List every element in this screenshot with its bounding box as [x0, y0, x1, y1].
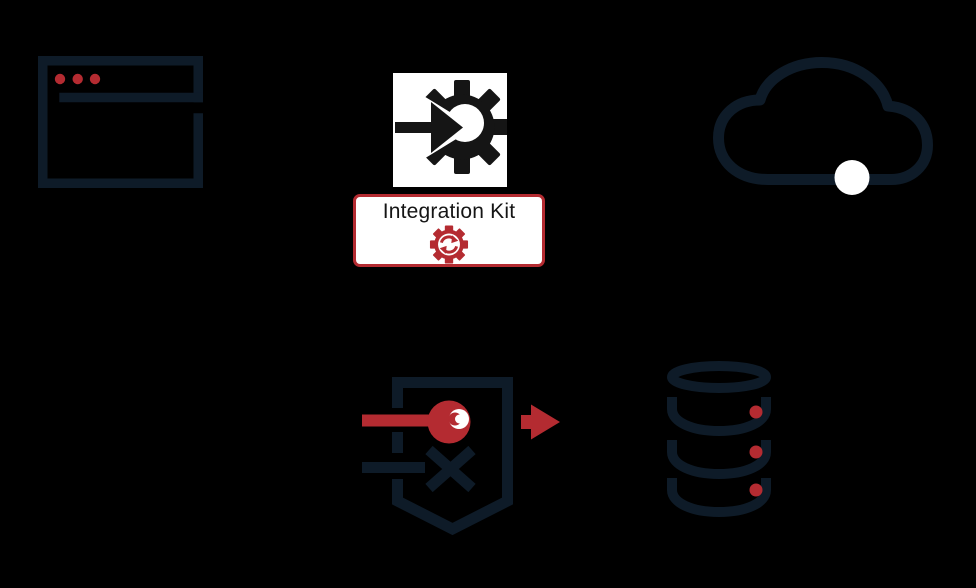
blocked-x-icon [425, 445, 476, 493]
browser-dot-icon [54, 73, 66, 85]
cloud-endpoint-dot [834, 160, 870, 195]
database-icon [667, 361, 771, 518]
browser-dot-icon [89, 73, 101, 85]
database-node [658, 356, 783, 526]
shield-filter-node [355, 372, 570, 537]
db-indicator-dot [749, 445, 763, 459]
integration-kit-label: Integration Kit [382, 200, 516, 223]
cloud-icon [713, 57, 933, 195]
shield-policy-filter-icon [362, 377, 560, 536]
gear-arrow-integration-icon [393, 80, 507, 174]
browser-window-node [33, 51, 208, 193]
browser-dot-icon [72, 73, 83, 85]
cloud-node [708, 50, 943, 195]
db-indicator-dot [749, 483, 763, 497]
db-indicator-dot [749, 405, 763, 419]
sync-gear-icon [429, 225, 469, 264]
browser-window-icon [38, 56, 203, 188]
outbound-arrow-icon [521, 404, 560, 440]
integration-tile [393, 73, 507, 187]
integration-kit-box: Integration Kit [353, 194, 545, 267]
